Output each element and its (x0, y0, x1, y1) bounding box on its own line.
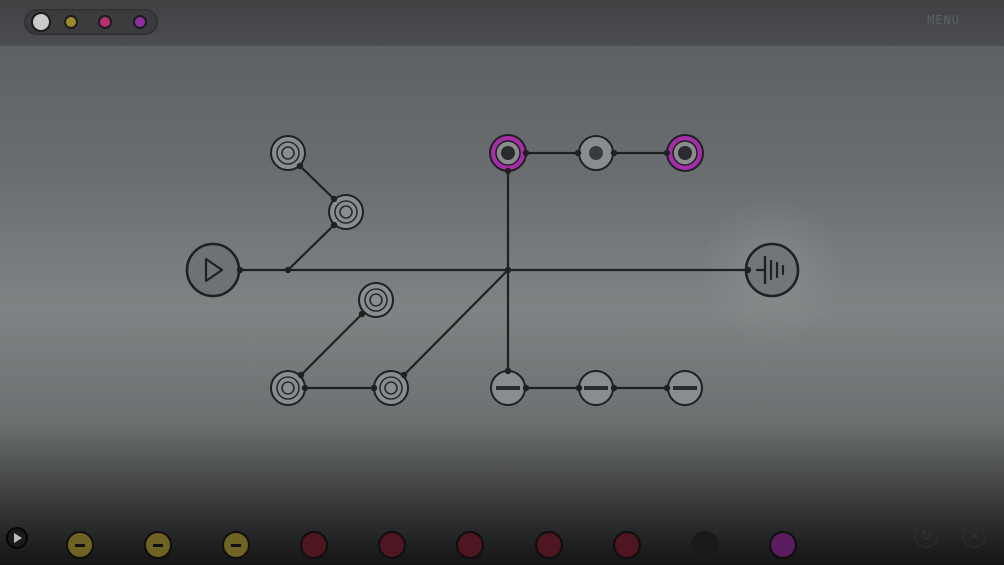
close-icon[interactable]: × (962, 524, 986, 548)
ring-node[interactable] (358, 282, 394, 318)
tray-slot-empty[interactable] (691, 531, 719, 559)
tray-slot-red[interactable] (300, 531, 328, 559)
ring-node[interactable] (328, 194, 364, 230)
color-palette (24, 9, 158, 35)
dot-node[interactable] (578, 135, 614, 171)
ring-node[interactable] (270, 370, 306, 406)
menu-button[interactable]: MENU (927, 13, 960, 27)
goal-halo (705, 203, 839, 337)
bar-node[interactable] (667, 370, 703, 406)
tray-slot-red[interactable] (378, 531, 406, 559)
tray-slot-yellow[interactable] (222, 531, 250, 559)
palette-color-purple[interactable] (133, 15, 147, 29)
tray-slot-red[interactable] (613, 531, 641, 559)
tray-slot-purple[interactable] (769, 531, 797, 559)
purple-dot-node[interactable] (666, 134, 704, 172)
start-node[interactable] (185, 242, 241, 298)
palette-color-white[interactable] (31, 12, 51, 32)
bar-node[interactable] (490, 370, 526, 406)
play-icon[interactable] (6, 527, 28, 549)
goal-node[interactable] (744, 242, 800, 298)
top-bar: MENU (0, 0, 1004, 46)
tray-slot-yellow[interactable] (66, 531, 94, 559)
junctions (236, 149, 752, 392)
ring-node[interactable] (270, 135, 306, 171)
tray-slot-red[interactable] (456, 531, 484, 559)
restart-icon[interactable]: ↻ (914, 524, 938, 548)
palette-color-pink[interactable] (98, 15, 112, 29)
purple-dot-node[interactable] (489, 134, 527, 172)
speaker-wave-icon (755, 255, 785, 285)
tray-slot-yellow[interactable] (144, 531, 172, 559)
palette-color-yellow[interactable] (64, 15, 78, 29)
tray-slot-red[interactable] (535, 531, 563, 559)
wires (240, 151, 748, 390)
bar-node[interactable] (578, 370, 614, 406)
play-icon (204, 257, 224, 283)
